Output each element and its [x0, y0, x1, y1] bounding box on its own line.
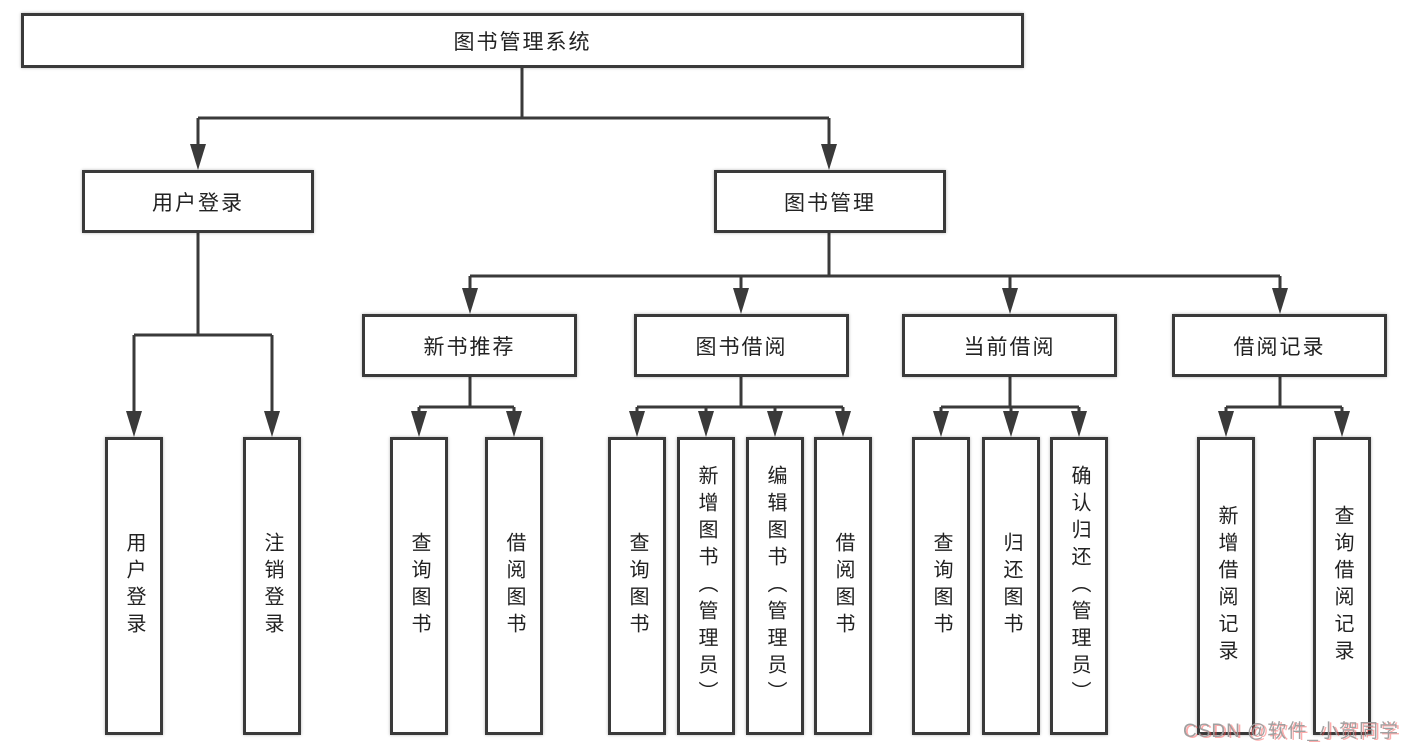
leaf-label: 确认归还（管理员） [1068, 464, 1090, 708]
leaf-label: 借阅图书 [503, 532, 525, 640]
leaf-label: 查询图书 [408, 532, 430, 640]
node-library-management-system: 图书管理系统 [21, 13, 1024, 68]
leaf-borrow-books-borrowing: 借阅图书 [814, 437, 872, 735]
leaf-label: 编辑图书（管理员） [764, 464, 786, 708]
node-book-borrowing: 图书借阅 [634, 314, 849, 377]
node-borrowing-records: 借阅记录 [1172, 314, 1387, 377]
leaf-query-books-current: 查询图书 [912, 437, 970, 735]
watermark: CSDN @软件_小贺同学 [1183, 721, 1399, 742]
leaf-label: 查询图书 [626, 532, 648, 640]
node-label: 图书管理 [784, 191, 876, 215]
node-label: 用户登录 [152, 191, 244, 215]
leaf-label: 归还图书 [1000, 532, 1022, 640]
node-book-management: 图书管理 [714, 170, 946, 233]
leaf-label: 新增借阅记录 [1215, 505, 1237, 667]
leaf-confirm-return-admin: 确认归还（管理员） [1050, 437, 1108, 735]
leaf-query-books-newbook: 查询图书 [390, 437, 448, 735]
leaf-user-login: 用户登录 [105, 437, 163, 735]
leaf-label: 查询借阅记录 [1331, 505, 1353, 667]
leaf-return-books: 归还图书 [982, 437, 1040, 735]
leaf-add-book-admin: 新增图书（管理员） [677, 437, 735, 735]
node-current-borrowing: 当前借阅 [902, 314, 1117, 377]
node-label: 图书管理系统 [453, 30, 592, 54]
leaf-logout: 注销登录 [243, 437, 301, 735]
node-label: 当前借阅 [963, 335, 1056, 359]
leaf-label: 查询图书 [930, 532, 952, 640]
leaf-label: 新增图书（管理员） [695, 464, 717, 708]
node-label: 借阅记录 [1233, 335, 1326, 359]
leaf-edit-book-admin: 编辑图书（管理员） [746, 437, 804, 735]
leaf-query-books-borrowing: 查询图书 [608, 437, 666, 735]
leaf-label: 注销登录 [261, 532, 283, 640]
node-new-book-recommendation: 新书推荐 [362, 314, 577, 377]
leaf-query-borrow-record: 查询借阅记录 [1313, 437, 1371, 735]
leaf-borrow-books-newbook: 借阅图书 [485, 437, 543, 735]
leaf-add-borrow-record: 新增借阅记录 [1197, 437, 1255, 735]
leaf-label: 用户登录 [123, 532, 145, 640]
node-user-login: 用户登录 [82, 170, 314, 233]
node-label: 图书借阅 [695, 335, 788, 359]
node-label: 新书推荐 [423, 335, 516, 359]
leaf-label: 借阅图书 [832, 532, 854, 640]
